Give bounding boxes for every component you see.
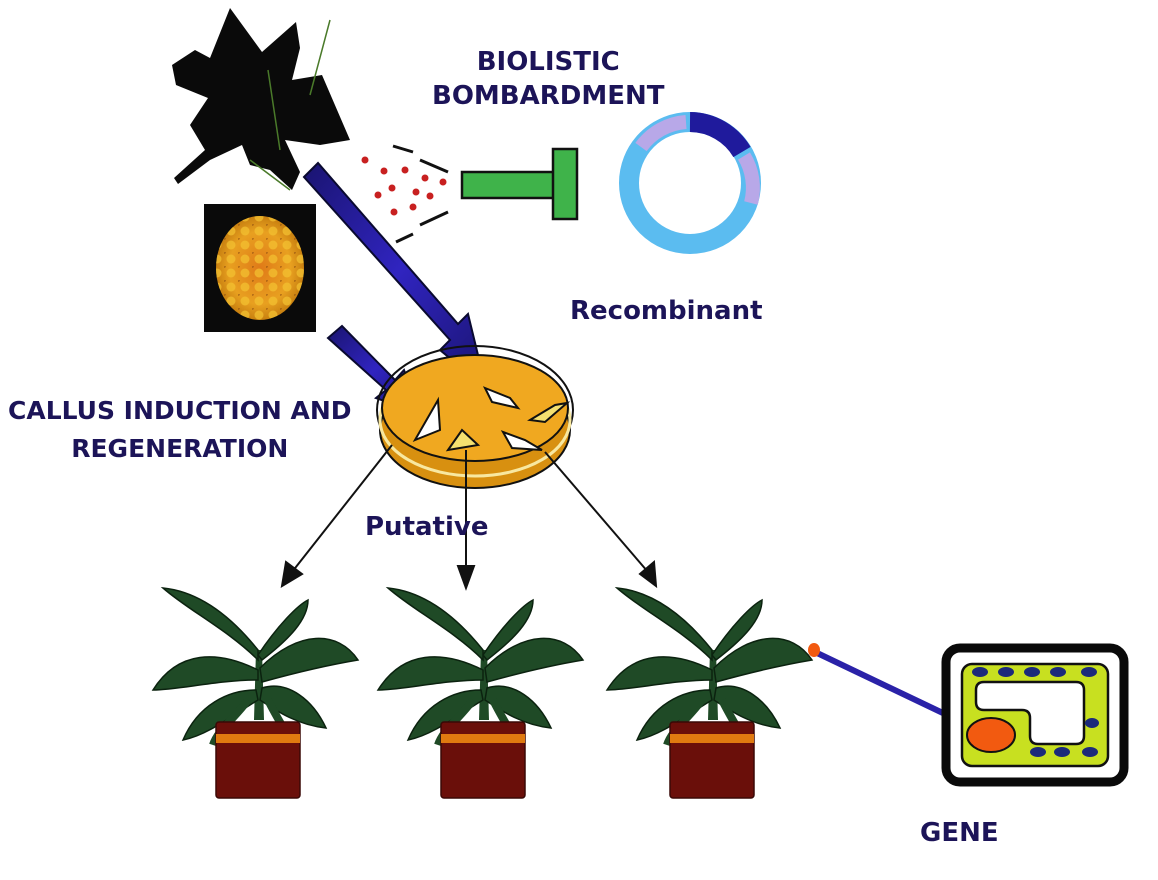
potted-plant-icon [605, 587, 814, 799]
callus-line1: CALLUS INDUCTION AND [8, 396, 352, 425]
arrowhead-right [638, 559, 658, 589]
arrowhead-left [280, 560, 304, 588]
potted-plant-icon [151, 587, 360, 799]
putative-label: Putative [365, 512, 489, 542]
biolistic-line1: BIOLISTIC [476, 47, 620, 77]
plant-cell-icon [941, 643, 1129, 787]
pot-band [441, 734, 525, 743]
gold-particles-icon [361, 144, 449, 244]
arrow-leaf-to-dish [302, 161, 488, 391]
plasmid-icon [619, 112, 761, 254]
callus-culture-icon [204, 204, 316, 332]
gene-gun-icon [460, 147, 579, 221]
pot-band [216, 734, 300, 743]
pot-band [670, 734, 754, 743]
recombinant-label: Recombinant [570, 296, 763, 326]
callus-induction-label: CALLUS INDUCTION AND REGENERATION [8, 392, 352, 458]
gene-label: GENE [920, 818, 999, 848]
arrows-to-plants [280, 444, 658, 591]
callus-line2-wrap: REGENERATION [8, 430, 352, 458]
pot [215, 721, 301, 799]
explant-pieces [412, 386, 571, 452]
petri-dish-icon [376, 345, 574, 489]
arrowhead-center [456, 565, 476, 591]
callus-line2: REGENERATION [71, 434, 289, 458]
biolistic-bombardment-label: BIOLISTIC BOMBARDMENT [432, 45, 664, 113]
pot [440, 721, 526, 799]
biolistic-line2: BOMBARDMENT [432, 81, 665, 111]
leaf-icon [172, 8, 350, 191]
pot [669, 721, 755, 799]
organelles [972, 667, 1099, 757]
potted-plant-icon [376, 587, 585, 799]
